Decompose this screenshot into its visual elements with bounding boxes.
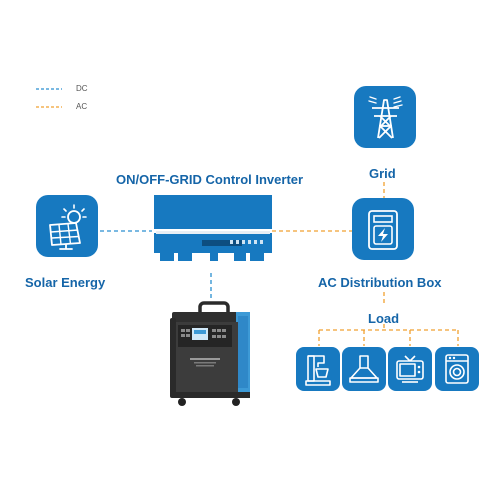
inverter-title: ON/OFF-GRID Control Inverter	[116, 172, 304, 187]
inverter-device	[154, 195, 272, 261]
tv-icon	[396, 355, 424, 383]
load-tile-washing-machine	[435, 347, 479, 391]
solar-energy-tile	[36, 195, 98, 257]
grid-label: Grid	[369, 166, 396, 181]
solar-panel-icon	[49, 204, 87, 250]
transmission-tower-icon	[368, 96, 403, 139]
load-tile-mixer	[296, 347, 340, 391]
power-station-device	[170, 301, 250, 406]
distribution-box-tile	[352, 198, 414, 260]
meter-icon	[368, 210, 398, 250]
load-label: Load	[368, 311, 400, 326]
range-hood-icon	[349, 355, 379, 383]
legend-dc-label: DC	[76, 84, 88, 93]
load-tile-range-hood	[342, 347, 386, 391]
solar-energy-label: Solar Energy	[25, 275, 106, 290]
legend-ac-label: AC	[76, 102, 88, 111]
mixer-icon	[305, 355, 331, 386]
distribution-box-label: AC Distribution Box	[318, 275, 442, 290]
washing-machine-icon	[445, 354, 469, 384]
load-tile-tv	[388, 347, 432, 391]
grid-tile	[354, 86, 416, 148]
